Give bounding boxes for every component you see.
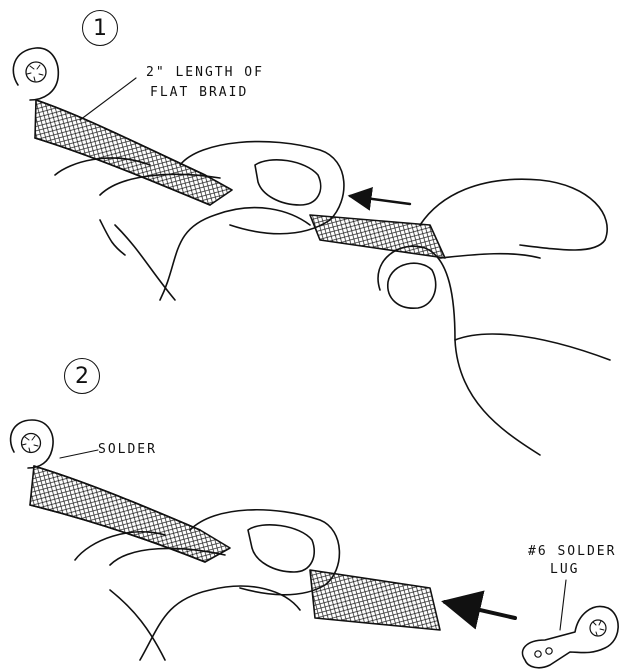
step2-insert-arrow bbox=[445, 602, 515, 618]
step2-solder-label: SOLDER bbox=[98, 443, 157, 456]
step2-number-badge: 2 bbox=[64, 358, 100, 394]
step1-label-leader bbox=[80, 78, 136, 120]
step2-braid-end bbox=[310, 570, 440, 630]
step2-thumbnail bbox=[248, 525, 314, 572]
step2-lug-label-line2: LUG bbox=[550, 563, 579, 576]
step1-braid bbox=[35, 100, 232, 205]
step1-braid-label-line1: 2" LENGTH OF bbox=[146, 66, 264, 79]
step1-drawing bbox=[13, 48, 610, 455]
step2-braid bbox=[30, 466, 230, 562]
step1-right-hand-index bbox=[420, 179, 607, 250]
step1-lug-tab bbox=[13, 48, 58, 100]
step1-push-arrow bbox=[350, 196, 410, 204]
step2-lug-leader bbox=[560, 580, 566, 630]
step2-lug-label-line1: #6 SOLDER bbox=[528, 545, 616, 558]
step2-solder-leader bbox=[60, 450, 98, 458]
step2-drawing bbox=[11, 420, 619, 668]
step1-right-thumbnail bbox=[388, 263, 436, 308]
step1-thumbnail bbox=[255, 160, 321, 205]
step1-number-badge: 1 bbox=[82, 10, 118, 46]
step2-solder-lug bbox=[522, 607, 618, 668]
step1-braid-end bbox=[310, 215, 445, 258]
step1-braid-label-line2: FLAT BRAID bbox=[150, 86, 248, 99]
step2-lug-tab bbox=[11, 420, 53, 468]
